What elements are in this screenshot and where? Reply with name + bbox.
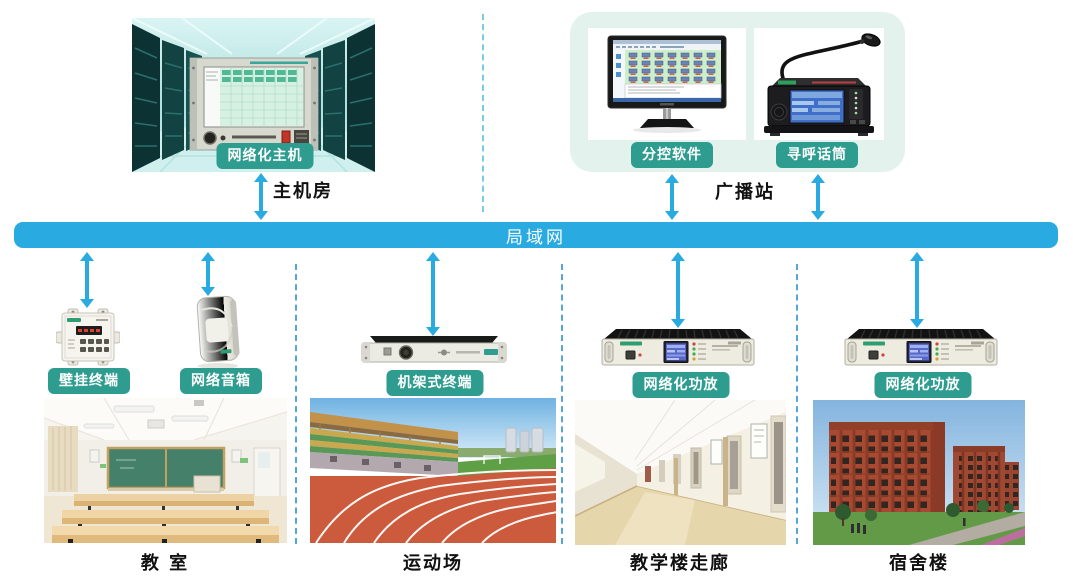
desks [52, 494, 279, 543]
divider-classroom-sports [295, 264, 297, 544]
network-amplifier-device-image-1 [600, 329, 756, 369]
track-lanes [315, 469, 556, 543]
chalkboard [106, 446, 226, 491]
network-amplifier-illustration-2 [844, 329, 998, 366]
sports-field-caption: 运动场 [403, 553, 463, 574]
network-amplifier-device-image-2 [843, 329, 999, 369]
rack-terminal-illustration [361, 336, 507, 363]
paging-mic-badge: 寻呼话筒 [776, 142, 858, 168]
classroom-illustration [44, 398, 287, 543]
mic-capsule [861, 33, 881, 47]
corridor-pillar-1 [723, 437, 728, 506]
control-software-monitor-image [588, 28, 746, 140]
corridor-caption: 教学楼走廊 [630, 553, 730, 574]
flower-bed [981, 528, 1025, 545]
corridor-amplifier-badge: 网络化功放 [632, 372, 730, 398]
top-section-divider [482, 14, 484, 212]
corridor-photo [575, 400, 786, 545]
grandstand [310, 412, 458, 476]
rack-terminal-lan-arrow-icon [426, 252, 440, 336]
network-amplifier-illustration [601, 329, 755, 366]
sports-field-illustration [310, 398, 556, 543]
control-software-badge: 分控软件 [631, 142, 713, 168]
network-speaker-badge: 网络音箱 [180, 368, 262, 394]
software-lan-arrow-icon [665, 174, 679, 220]
silos [505, 427, 544, 453]
network-host-device [189, 57, 319, 151]
divider-sports-corridor [561, 264, 563, 544]
host-badge: 网络化主机 [216, 143, 314, 169]
wall-terminal-badge: 壁挂终端 [48, 368, 130, 394]
dorm-amplifier-badge: 网络化功放 [874, 372, 972, 398]
mic-lan-arrow-icon [811, 174, 825, 220]
speaker-lan-arrow-icon [201, 252, 215, 296]
paging-mic-illustration [754, 28, 884, 140]
gooseneck [780, 39, 865, 83]
people [851, 518, 966, 534]
monitor-illustration [588, 28, 746, 140]
wall-terminal-lan-arrow-icon [80, 252, 94, 308]
network-speaker-illustration [196, 295, 240, 369]
dormitory-illustration [813, 400, 1025, 545]
wall-terminal-device-image [56, 308, 120, 366]
corridor-pillar-2 [674, 458, 678, 495]
dormitory-caption: 宿舍楼 [889, 553, 949, 574]
sports-field-photo [310, 398, 556, 543]
rack-terminal-device-image [360, 336, 508, 366]
classroom-photo [44, 398, 287, 543]
running-track [310, 468, 556, 543]
dormitory-photo [813, 400, 1025, 545]
wall-terminal-illustration [56, 308, 120, 366]
broadcast-station-caption: 广播站 [715, 182, 775, 203]
network-speaker-device-image [190, 294, 246, 370]
lan-label: 局域网 [506, 227, 566, 248]
classroom-caption: 教 室 [140, 553, 190, 574]
lan-bus-bar: 局域网 [14, 222, 1058, 248]
trees [835, 500, 1014, 526]
road [909, 512, 1025, 545]
rack-terminal-badge: 机架式终端 [386, 370, 484, 396]
paging-mic-image [754, 28, 884, 140]
host-badge-label: 网络化主机 [227, 148, 303, 164]
divider-corridor-dormitory [796, 264, 798, 544]
dorm-amp-lan-arrow-icon [910, 252, 924, 328]
corridor-amp-lan-arrow-icon [671, 252, 685, 328]
dorm-building-main [829, 422, 945, 514]
host-room-caption: 主机房 [273, 181, 333, 202]
corridor-illustration [575, 400, 786, 545]
host-lan-arrow-icon [254, 173, 268, 220]
